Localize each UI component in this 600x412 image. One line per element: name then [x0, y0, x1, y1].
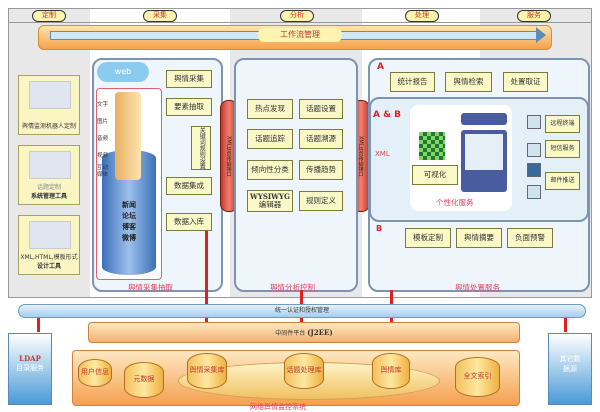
middleware-platform: 中间件平台 (J2EE) [88, 322, 520, 343]
analysis-hotspot[interactable]: 热点发现 [247, 99, 293, 119]
store-user-info: 用户信息 [78, 359, 112, 387]
personal-service-label: 个性化服务 [436, 198, 474, 207]
media-video: 视频 [97, 153, 109, 159]
tool-title: XML,HTML,模板形式 [20, 254, 78, 261]
analysis-topic-tracking[interactable]: 话题追踪 [247, 129, 293, 149]
analysis-rule-definition[interactable]: 规则定义 [299, 191, 343, 211]
column-header-collect: 采集 [143, 10, 177, 22]
media-interactive: 互动媒体 [97, 165, 109, 178]
phone-icon [527, 143, 541, 157]
section-b-label: B [376, 224, 383, 233]
store-sentiment-db: 舆情库 [372, 353, 410, 389]
column-header-customize: 定制 [32, 10, 66, 22]
collection-label: 舆情采集抽取 [128, 283, 173, 292]
channel-sms[interactable]: 短信服务 [545, 140, 580, 158]
arrow-other-source [564, 316, 567, 332]
analysis-topic-setting[interactable]: 话题设置 [299, 99, 343, 119]
proc-summary[interactable]: 舆情摘要 [456, 228, 502, 248]
column-header-analyze: 分析 [280, 10, 314, 22]
web-cloud-icon: web [97, 62, 149, 82]
computer-icon [527, 163, 541, 177]
wysiwyg-sub: 编辑器 [258, 199, 282, 209]
proc-template[interactable]: 模板定制 [405, 228, 451, 248]
cube-icon [419, 132, 445, 160]
analysis-topic-tracing[interactable]: 话题溯源 [299, 129, 343, 149]
section-a-label: A [377, 62, 384, 72]
ldap-subtitle: 目录服务 [16, 364, 44, 372]
system-label: 网络舆情监控系统 [250, 403, 306, 411]
satellite-icon [527, 185, 541, 199]
template-screen-icon [29, 221, 71, 249]
monitor-icon [461, 130, 507, 192]
tool-subtitle: 系统管理工具 [30, 193, 67, 200]
media-text: 文字 [97, 102, 109, 108]
server-icon [29, 151, 71, 179]
tool-robot-customize[interactable]: 舆情监测机器人定制 [18, 75, 80, 135]
terminal-icon [527, 115, 541, 129]
wysiwyg-title: WYSIWYG [249, 192, 291, 202]
proc-search[interactable]: 舆情检索 [445, 72, 492, 92]
device-header-icon [461, 113, 507, 125]
step-store[interactable]: 数据入库 [166, 213, 212, 231]
analysis-trend[interactable]: 传播趋势 [299, 160, 343, 180]
middleware-name: 中间件平台 [275, 330, 306, 337]
proc-evidence[interactable]: 处置取证 [503, 72, 548, 92]
proc-warning[interactable]: 负面预警 [507, 228, 553, 248]
store-metadata: 元数据 [124, 362, 164, 398]
tool-title: 舆情监测机器人定制 [21, 123, 76, 130]
arrow-collection-db [205, 231, 208, 343]
xml-arrow-label: XML [375, 150, 390, 158]
media-stack [115, 92, 141, 180]
tool-design[interactable]: XML,HTML,模板形式设计工具 [18, 215, 80, 275]
column-header-service: 服务 [517, 10, 551, 22]
arrow-ldap [37, 316, 40, 332]
store-fulltext-index: 全文索引 [455, 357, 500, 397]
processing-label: 舆情处置服务 [455, 283, 500, 292]
store-collection-db: 舆情采集库 [187, 353, 227, 389]
analysis-sentiment[interactable]: 倾向性分类 [247, 160, 293, 180]
robot-diagram-icon [29, 81, 71, 109]
web-label: web [114, 67, 132, 76]
column-header-process: 处理 [405, 10, 439, 22]
media-image: 图片 [97, 119, 109, 125]
analysis-label: 舆情分析控制 [270, 283, 315, 292]
media-types: 文字 图片 音频 视频 互动媒体 [97, 97, 113, 179]
section-ab-label: A & B [373, 110, 401, 120]
tool-subtitle: 设计工具 [36, 263, 61, 270]
step-extract[interactable]: 要素抽取 [166, 98, 212, 116]
middleware-tech: (J2EE) [307, 328, 333, 337]
keyword-rules[interactable]: 关键词规则设置 [191, 126, 211, 170]
workflow-arrow-head [536, 27, 546, 43]
media-audio: 音频 [97, 136, 109, 142]
ldap-title: LDAP [19, 354, 41, 363]
visualize-button[interactable]: 可视化 [412, 165, 458, 185]
channel-email[interactable]: 邮件推送 [545, 172, 580, 190]
other-data-source: 其它数据源 [548, 333, 592, 405]
sources-label: 新闻 论坛 博客 微博 [122, 201, 136, 242]
channel-remote-terminal[interactable]: 远程终端 [545, 115, 580, 133]
workflow-label: 工作流管理 [258, 28, 342, 42]
monitor-screen [465, 134, 503, 170]
step-collect[interactable]: 舆情采集 [166, 70, 212, 88]
auth-management-bar: 统一认证和授权管理 [18, 304, 586, 318]
header-line [8, 22, 592, 23]
tool-system-management[interactable]: 话题定制系统管理工具 [18, 145, 80, 205]
step-integrate[interactable]: 数据集成 [166, 177, 212, 195]
tool-title: 话题定制 [36, 184, 61, 191]
store-topic-db: 话题处理库 [284, 353, 324, 389]
proc-stat-report[interactable]: 统计报告 [390, 72, 435, 92]
